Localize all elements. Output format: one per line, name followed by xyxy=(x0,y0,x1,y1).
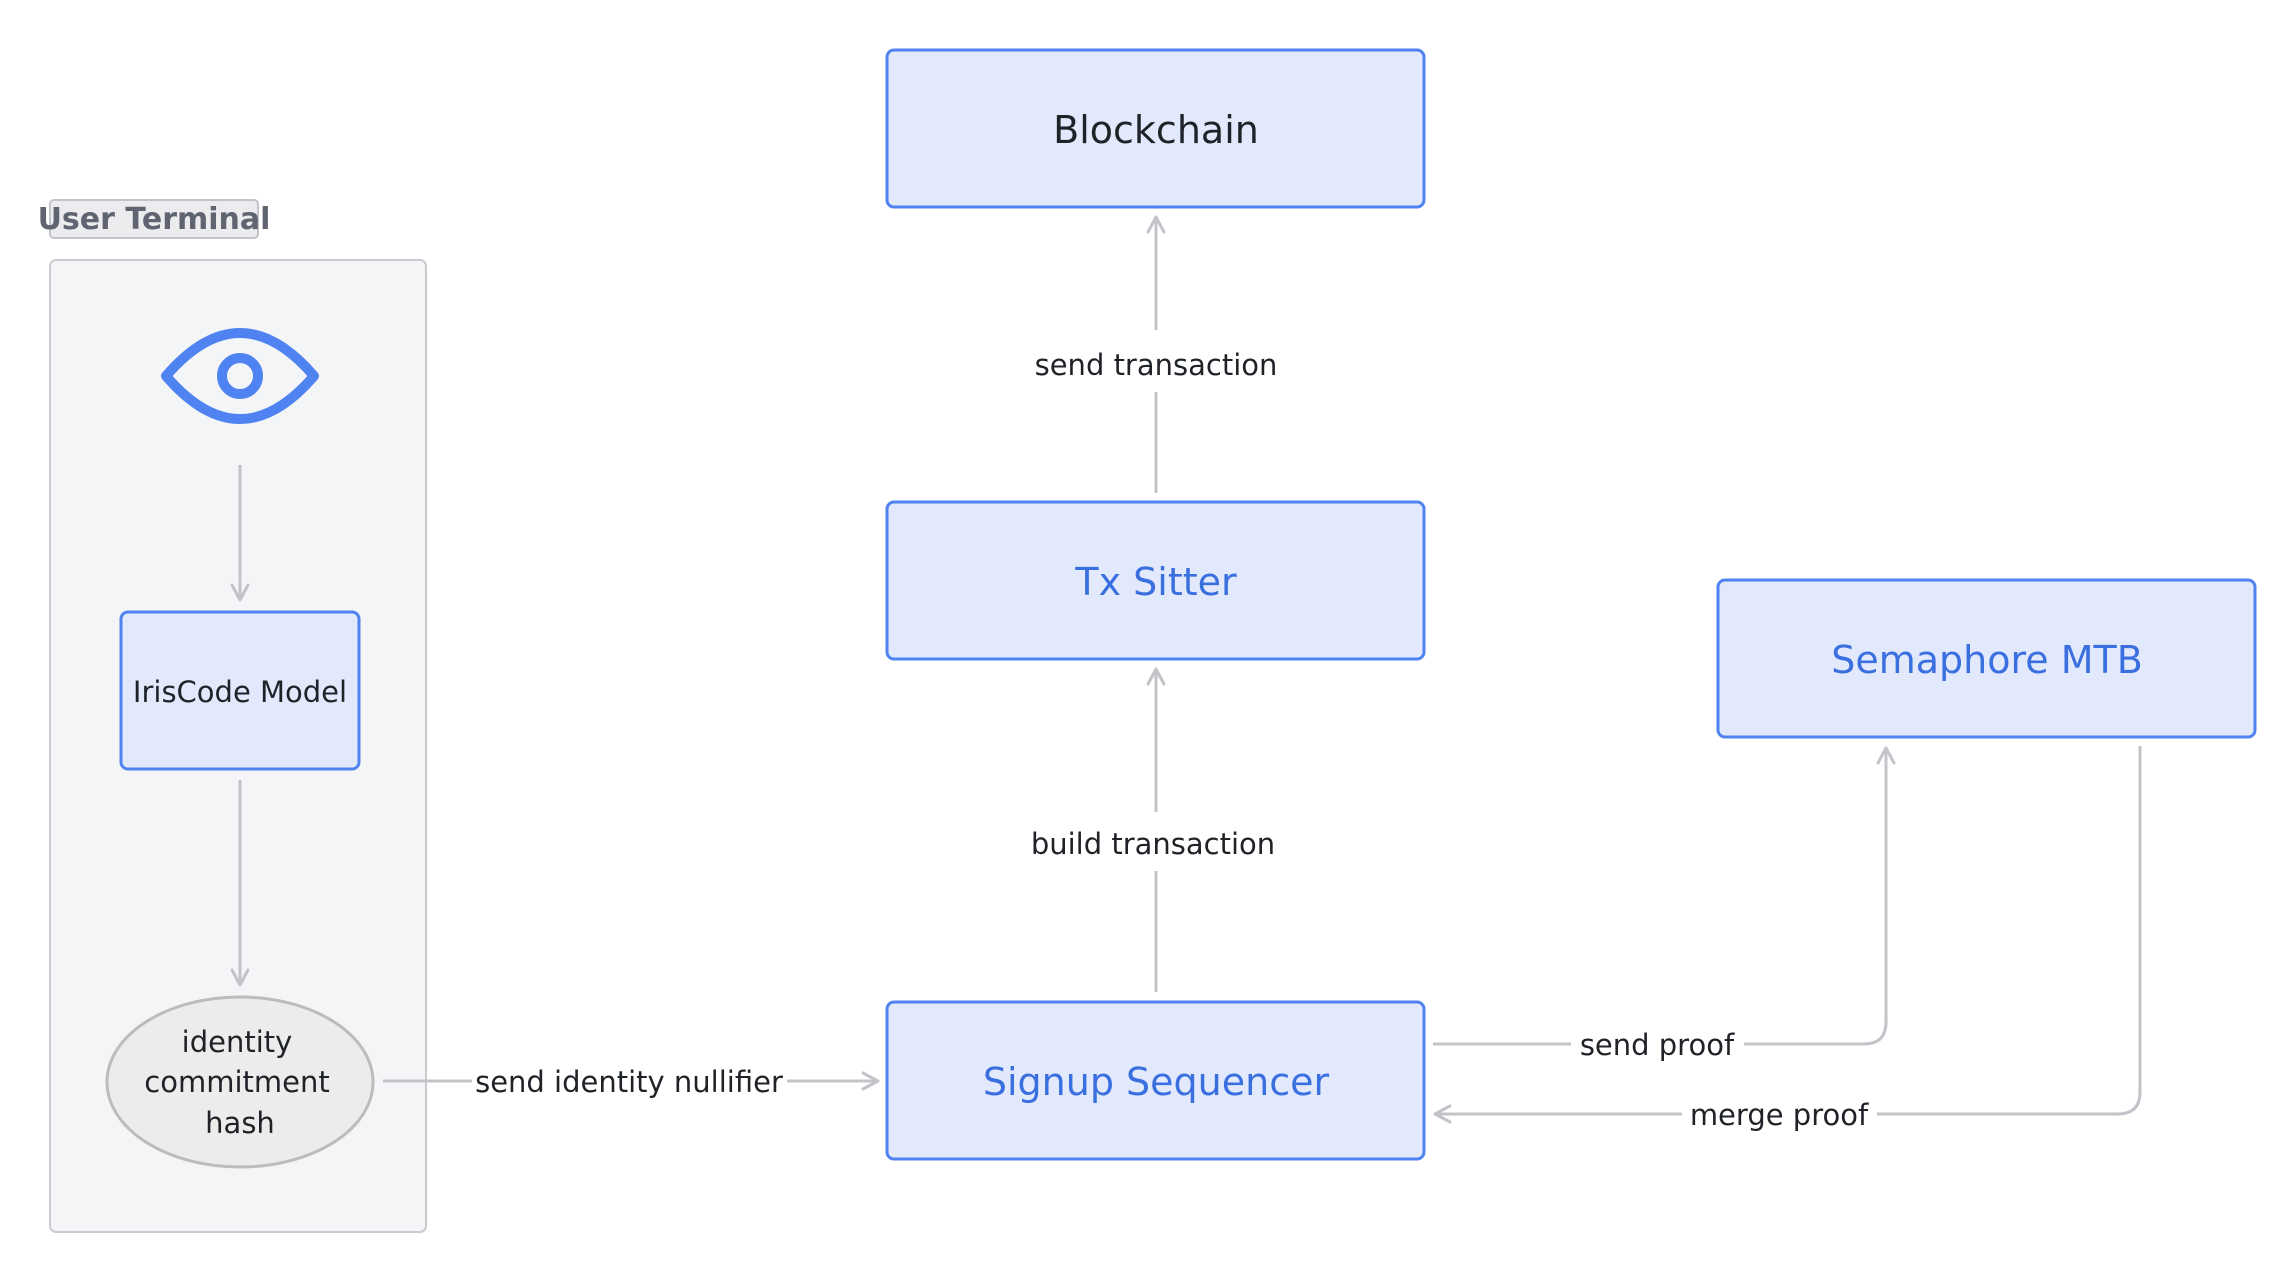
identity-commitment-label-line1: identity xyxy=(182,1025,293,1059)
edge-label-send-identity-nullifier: send identity nullifier xyxy=(475,1065,783,1099)
edge-label-send-transaction: send transaction xyxy=(1035,348,1278,382)
blockchain-node xyxy=(885,48,1426,209)
edge-send-proof-b xyxy=(1744,746,1896,1046)
blockchain-label: Blockchain xyxy=(1053,108,1259,152)
user-terminal-label-box xyxy=(49,199,259,239)
iriscode-model-label: IrisCode Model xyxy=(133,675,347,709)
identity-commitment-node xyxy=(105,995,375,1169)
signup-sequencer-label: Signup Sequencer xyxy=(983,1060,1330,1104)
edge-label-merge-proof: merge proof xyxy=(1690,1098,1869,1132)
signup-sequencer-node xyxy=(885,1000,1426,1161)
identity-commitment-label-line2: commitment xyxy=(144,1065,329,1099)
semaphore-mtb-label: Semaphore MTB xyxy=(1831,638,2143,682)
tx-sitter-node xyxy=(885,500,1426,661)
edge-label-build-transaction: build transaction xyxy=(1031,827,1275,861)
semaphore-mtb-node xyxy=(1716,578,2257,739)
tx-sitter-label: Tx Sitter xyxy=(1074,560,1237,604)
edge-merge-proof-a xyxy=(1877,746,2142,1116)
identity-commitment-label-line3: hash xyxy=(205,1106,275,1140)
user-terminal-label: User Terminal xyxy=(38,202,271,237)
eye-icon xyxy=(161,328,319,424)
edge-label-send-proof: send proof xyxy=(1580,1028,1735,1062)
iriscode-model-node xyxy=(119,610,361,771)
